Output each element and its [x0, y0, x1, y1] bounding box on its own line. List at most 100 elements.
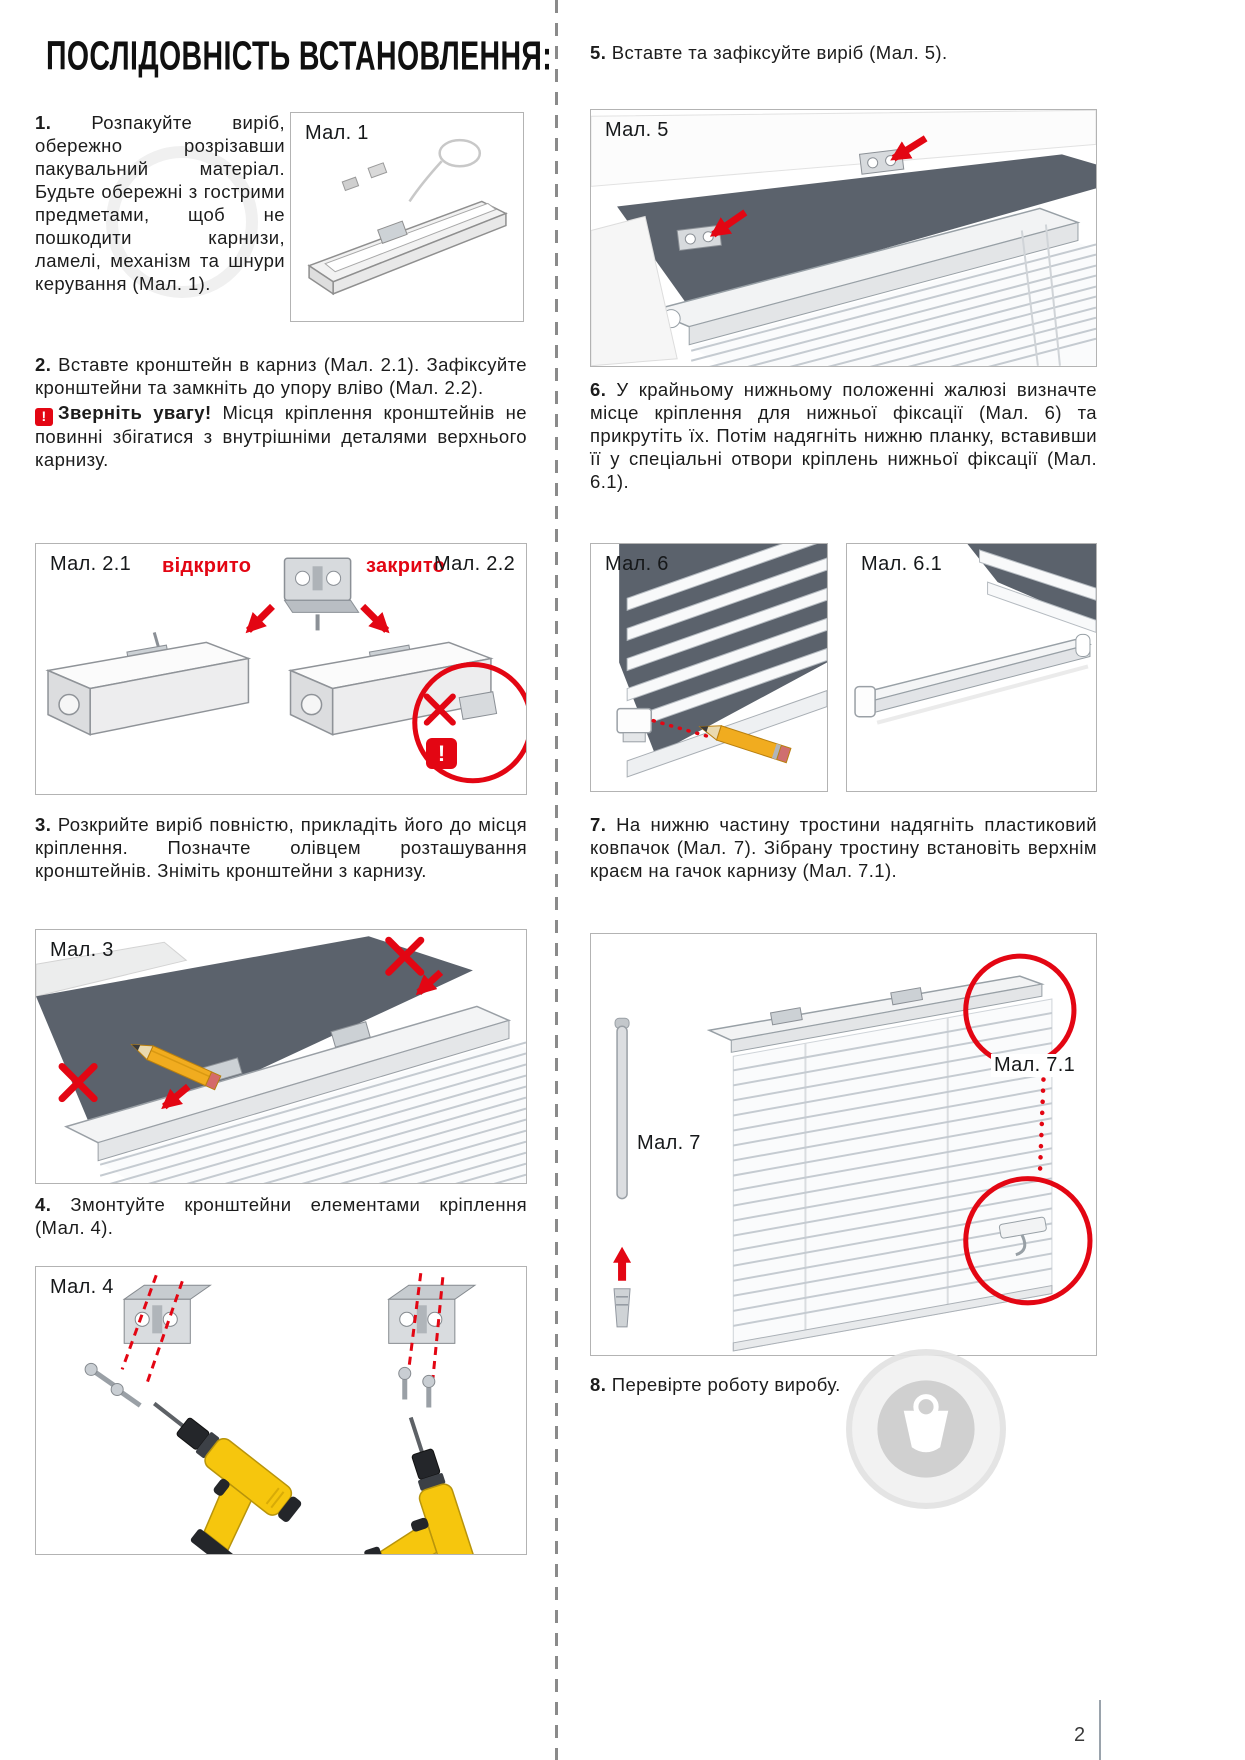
figure-2-1-label: Мал. 2.1 [50, 553, 131, 575]
figure-3: Мал. 3 [35, 929, 527, 1184]
red-dotted-line [1037, 1066, 1047, 1177]
warning-icon: ! [35, 407, 53, 426]
step-number: 5. [590, 42, 607, 63]
red-arrow-icon [709, 209, 748, 238]
red-dotted-line [651, 718, 712, 739]
screw-icon [398, 1366, 436, 1408]
fixing-product-illustration [591, 110, 1096, 366]
figure-6-1: Мал. 6.1 [846, 543, 1097, 792]
cornice-open [45, 632, 252, 736]
figure-4: Мал. 4 [35, 1266, 527, 1555]
bracket-icon [283, 557, 360, 631]
step-2: 2. Вставте кронштейн в карниз (Мал. 2.1)… [35, 354, 527, 471]
figure-3-label: Мал. 3 [50, 939, 114, 961]
step-number: 3. [35, 814, 52, 835]
step-number: 7. [590, 814, 607, 835]
step-1: 1. Розпакуйте виріб, обережно розрізавши… [35, 112, 285, 296]
hook-detail [998, 1216, 1047, 1257]
step-number: 6. [590, 379, 607, 400]
plastic-cap-icon [613, 1288, 631, 1328]
figure-1-label: Мал. 1 [305, 122, 369, 144]
screw-icon [84, 1362, 142, 1408]
figure-7-1-label: Мал. 7.1 [991, 1054, 1078, 1077]
step-text: Розкрийте виріб повністю, прикладіть йог… [35, 814, 527, 881]
red-arrow-icon [415, 969, 444, 996]
marking-illustration [36, 936, 526, 1183]
drill-icon [364, 1416, 477, 1554]
step-7: 7. На нижню частину тростини надягніть п… [590, 814, 1097, 883]
step-number: 2. [35, 354, 52, 375]
footer-rule [1099, 1700, 1101, 1760]
figure-2: Мал. 2.1 відкрито закрито Мал. 2.2 ! [35, 543, 527, 795]
step-number: 1. [35, 112, 52, 133]
closed-label: закрито [366, 555, 446, 577]
logo-watermark-icon [846, 1349, 1006, 1509]
step-text: Вставте кронштейн в карниз (Мал. 2.1). З… [35, 354, 527, 398]
cord [1044, 224, 1061, 366]
figure-7-label: Мал. 7 [637, 1132, 701, 1154]
drilling-illustration [84, 1273, 477, 1554]
step-4: 4. Змонтуйте кронштейни елементами кріпл… [35, 1194, 527, 1240]
bracket-icon [890, 987, 924, 1006]
bottom-rail-illustration [854, 544, 1096, 725]
red-dashed-line [120, 1274, 158, 1370]
red-arrow-icon [161, 1083, 191, 1110]
fixation-clip-icon [616, 707, 653, 743]
step-3: 3. Розкрийте виріб повністю, прикладіть … [35, 814, 527, 883]
figure-6: Мал. 6 [590, 543, 828, 792]
figure-6-label: Мал. 6 [605, 553, 669, 575]
warning-text: Місця кріплення кронштейнів не повинні з… [35, 401, 527, 470]
red-x-icon [58, 1063, 98, 1103]
page-number: 2 [1074, 1724, 1086, 1746]
wrong-position-callout [412, 662, 526, 784]
step-number: 8. [590, 1374, 607, 1395]
figure-6-1-label: Мал. 6.1 [861, 553, 942, 575]
figure-2-2-label: Мал. 2.2 [434, 553, 515, 575]
step-number: 4. [35, 1194, 52, 1215]
wand-and-hook-illustration [613, 953, 1093, 1352]
fixation-clip-icon [854, 685, 876, 718]
bracket-icon [122, 1284, 212, 1344]
open-label: відкрито [162, 555, 252, 577]
step-6: 6. У крайньому нижньому положенні жалюзі… [590, 379, 1097, 494]
figure-7: Мал. 7 Мал. 7.1 [590, 933, 1097, 1356]
slats [99, 1041, 526, 1183]
red-dashed-line [407, 1273, 423, 1370]
red-dashed-line [144, 1280, 184, 1386]
pencil-icon [698, 725, 792, 764]
red-x-icon [385, 936, 425, 976]
cord [1020, 230, 1039, 366]
bracket-icon [387, 1284, 477, 1344]
page-title: ПОСЛІДОВНІСТЬ ВСТАНОВЛЕННЯ: [46, 34, 553, 80]
bracket-mounting-illustration [45, 557, 526, 784]
figure-5: Мал. 5 [590, 109, 1097, 367]
figure-4-label: Мал. 4 [50, 1276, 114, 1298]
red-arrow-icon [890, 135, 928, 162]
column-divider [555, 0, 558, 1760]
red-up-arrow-icon [613, 1246, 632, 1281]
warning-badge: ! [426, 738, 457, 769]
step-8: 8. Перевірте роботу виробу. [590, 1374, 1010, 1397]
bottom-fixation-marking-illustration [616, 544, 827, 778]
shadow-line [876, 664, 1089, 725]
step-text: У крайньому нижньому положенні жалюзі ви… [590, 379, 1097, 492]
cornice-locked [287, 641, 494, 736]
red-arrow-icon [360, 603, 390, 634]
drill-icon [153, 1401, 302, 1554]
step-5: 5. Вставте та зафіксуйте виріб (Мал. 5). [590, 42, 1097, 65]
step-text: Перевірте роботу виробу. [611, 1374, 841, 1395]
cornice-unpacked-illustration [307, 138, 508, 296]
figure-5-label: Мал. 5 [605, 119, 669, 141]
step-text: Розпакуйте виріб, обережно розрізавши па… [35, 112, 286, 294]
bracket-icon [769, 1007, 803, 1026]
pencil-icon [130, 1043, 222, 1091]
red-dashed-line [431, 1277, 445, 1380]
bottom-rail [861, 633, 1092, 714]
step-text: На нижню частину тростини надягніть плас… [590, 814, 1097, 881]
step-text: Вставте та зафіксуйте виріб (Мал. 5). [611, 42, 948, 63]
wand-icon [614, 1017, 630, 1200]
figure-1: Мал. 1 [290, 112, 524, 322]
hook-detail-circle [963, 1176, 1093, 1306]
step-text: Змонтуйте кронштейни елементами кріпленн… [35, 1194, 527, 1238]
